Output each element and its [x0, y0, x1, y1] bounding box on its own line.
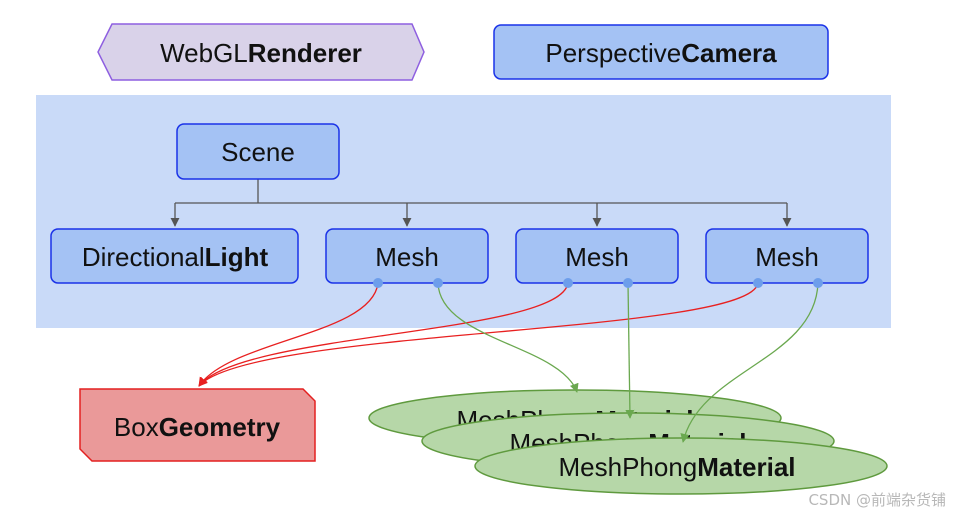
geometry-links: [198, 282, 759, 387]
scene-tree-links: [170, 179, 792, 227]
scene-graph-area: [36, 95, 891, 328]
mesh-ports: [373, 278, 823, 288]
directional-light-node: DirectionalLight: [50, 228, 299, 284]
link-mesh3-geometry: [198, 282, 759, 387]
port-mesh1-material: [433, 278, 443, 288]
mesh-label-3: Mesh: [755, 242, 819, 272]
link-mesh1-geometry: [198, 282, 379, 387]
port-mesh2-material: [623, 278, 633, 288]
material-links: [437, 282, 819, 443]
mesh-node-3: Mesh: [705, 228, 869, 284]
link-mesh3-material: [680, 282, 819, 443]
port-mesh1-geometry: [373, 278, 383, 288]
watermark-text: CSDN @前端杂货铺: [808, 491, 946, 509]
webgl-renderer-node: WebGLRenderer: [97, 23, 425, 81]
directional-light-label: DirectionalLight: [82, 242, 269, 272]
scene-label: Scene: [221, 137, 295, 167]
mesh-label-2: Mesh: [565, 242, 629, 272]
port-mesh3-geometry: [753, 278, 763, 288]
material-label-3: MeshPhongMaterial: [558, 452, 795, 482]
port-mesh3-material: [813, 278, 823, 288]
box-geometry-node: BoxGeometry: [79, 388, 316, 462]
scene-node: Scene: [176, 123, 340, 180]
link-mesh1-material: [437, 282, 579, 393]
box-geometry-label: BoxGeometry: [114, 412, 281, 442]
port-mesh2-geometry: [563, 278, 573, 288]
material-node-3: MeshPhongMaterial: [474, 437, 888, 495]
perspective-camera-node: PerspectiveCamera: [493, 24, 829, 80]
perspective-camera-label: PerspectiveCamera: [545, 38, 777, 68]
link-mesh2-material: [625, 282, 635, 419]
webgl-renderer-label: WebGLRenderer: [160, 38, 362, 68]
mesh-node-2: Mesh: [515, 228, 679, 284]
mesh-label-1: Mesh: [375, 242, 439, 272]
link-mesh2-geometry: [198, 282, 569, 387]
mesh-node-1: Mesh: [325, 228, 489, 284]
